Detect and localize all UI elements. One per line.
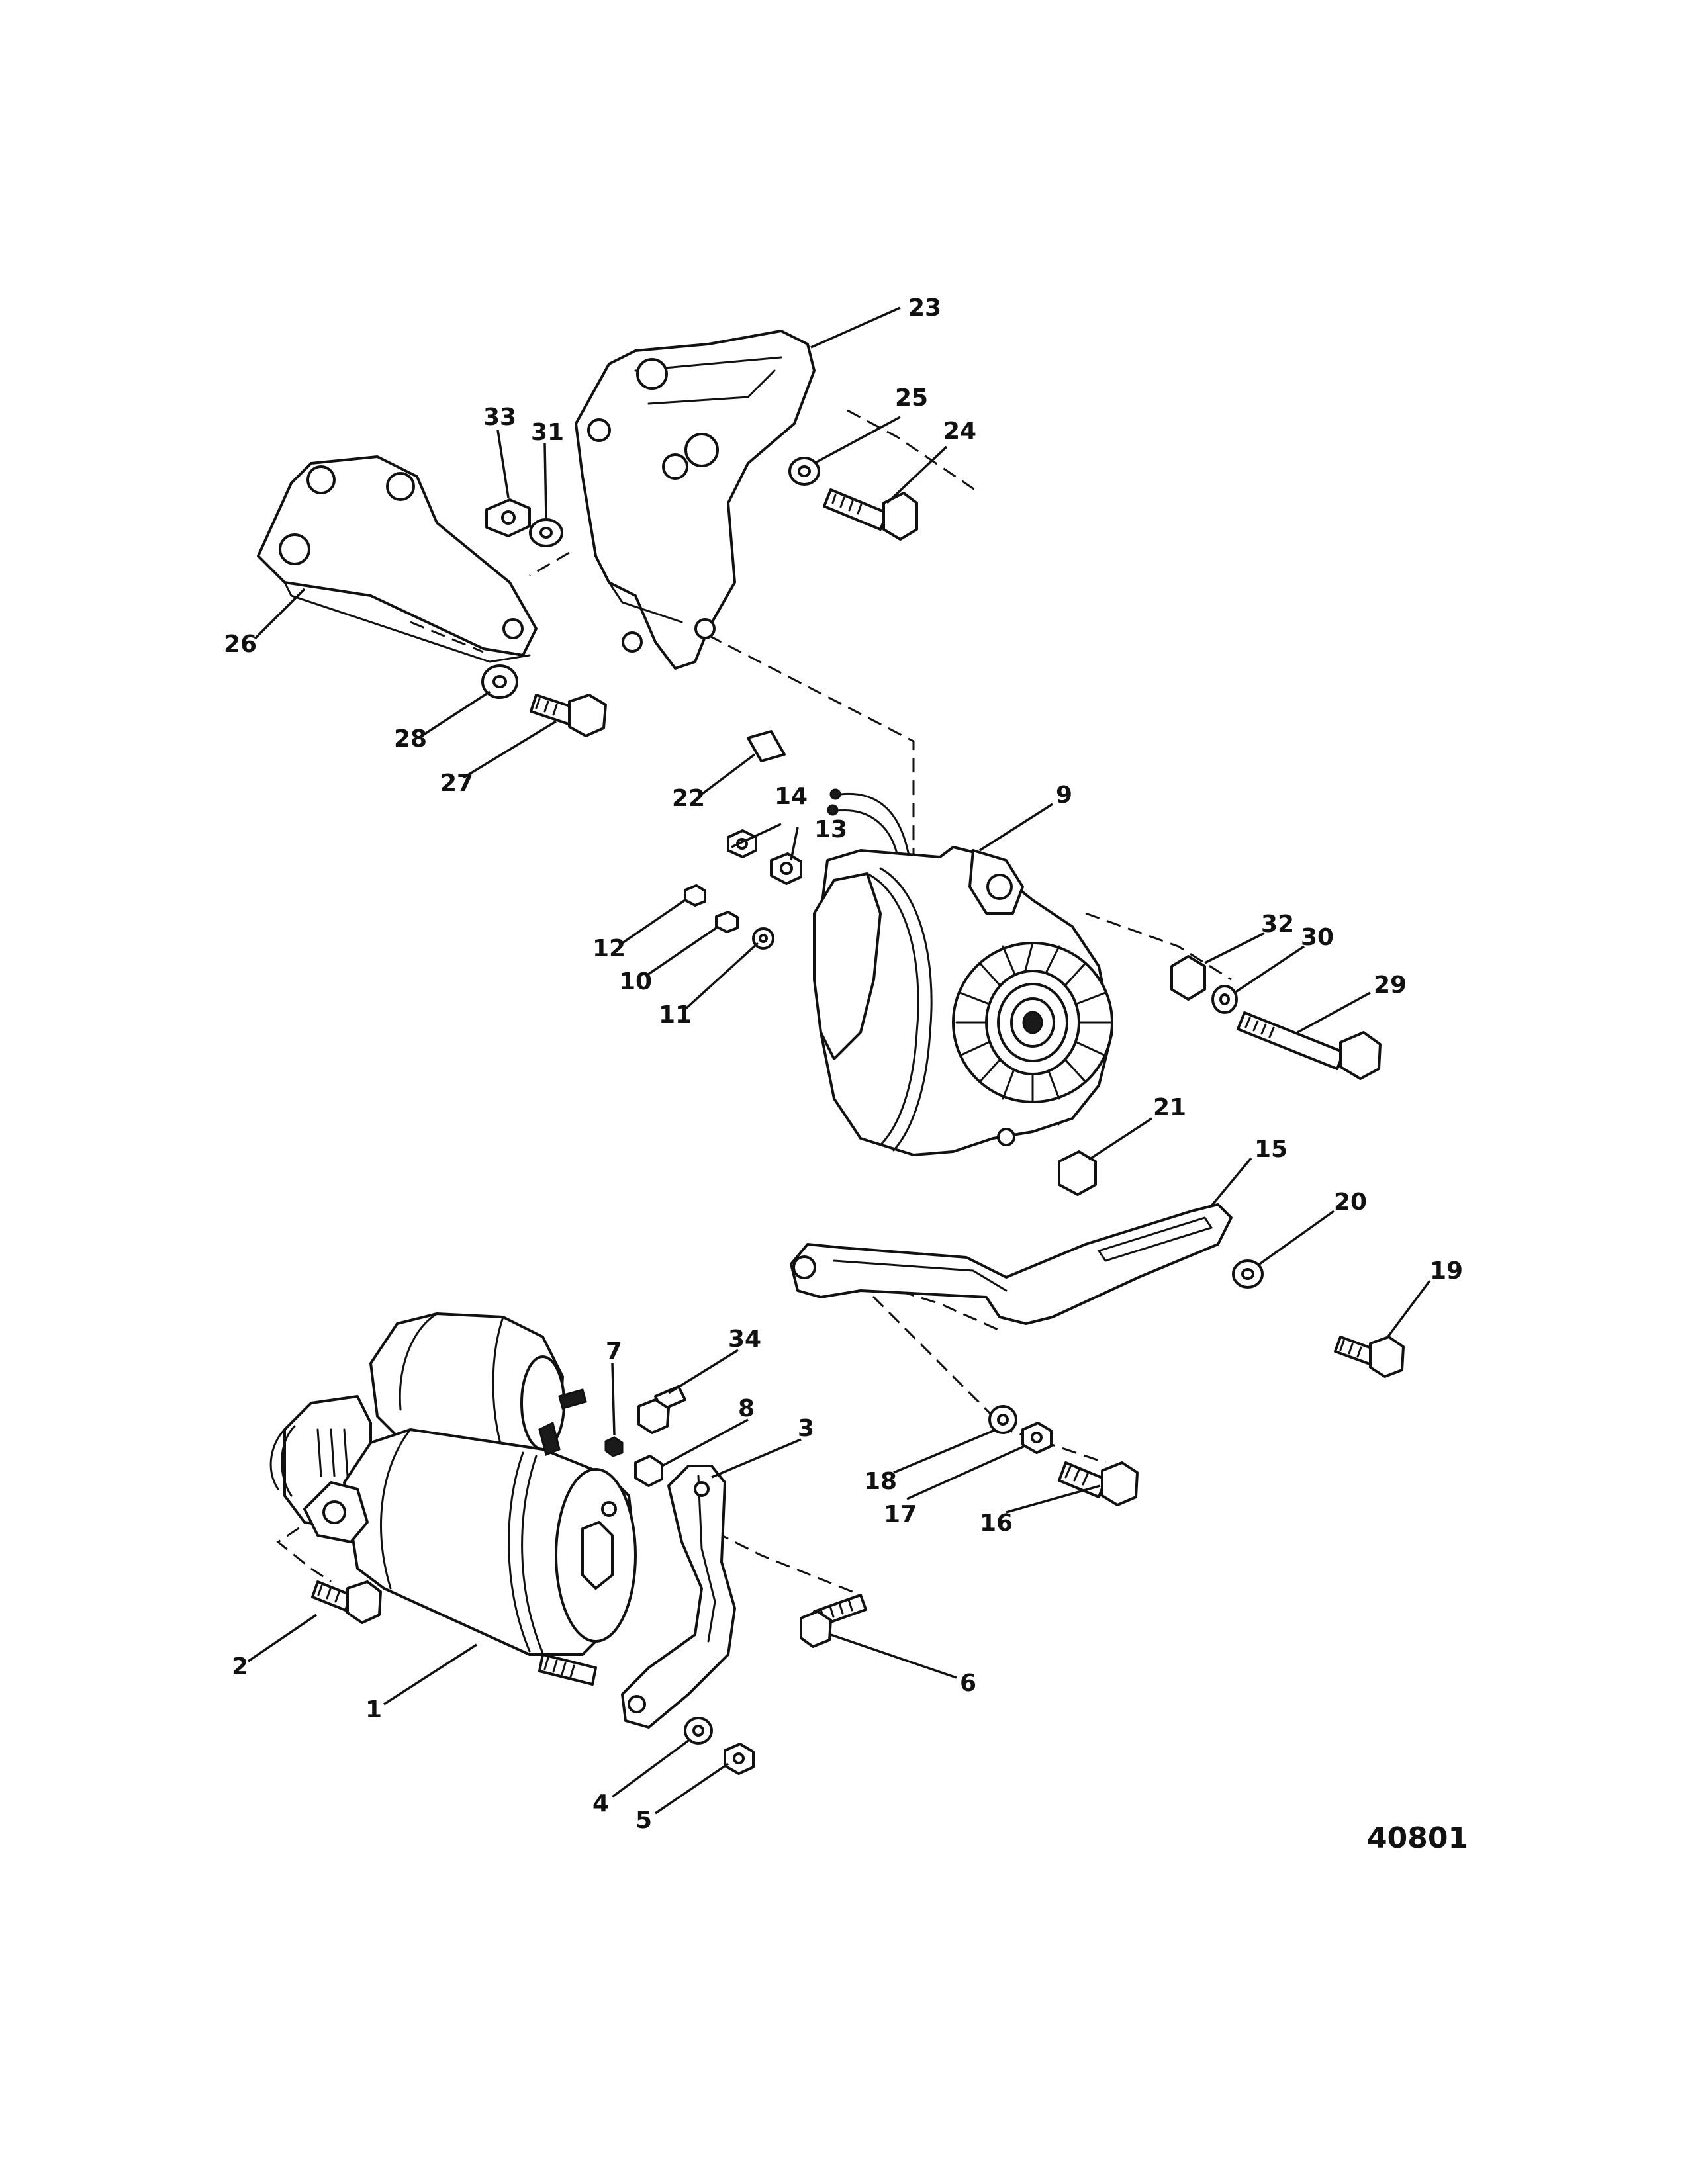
callout-25: 25	[895, 385, 928, 412]
bracket-23	[575, 330, 816, 670]
bolt-2	[311, 1580, 382, 1624]
brace-3	[621, 1465, 736, 1729]
callout-34: 34	[728, 1326, 761, 1353]
callout-16: 16	[980, 1510, 1013, 1537]
washer-18	[988, 1405, 1017, 1434]
callout-22: 22	[672, 785, 705, 812]
bolt-34	[637, 1385, 686, 1434]
callout-21: 21	[1153, 1094, 1186, 1121]
callout-20: 20	[1334, 1189, 1367, 1216]
callout-31: 31	[531, 419, 564, 446]
nut-14	[727, 829, 757, 858]
callout-19: 19	[1430, 1257, 1463, 1285]
bolt-19	[1334, 1336, 1405, 1378]
callout-12: 12	[592, 935, 626, 962]
bolt-6	[800, 1594, 867, 1648]
washer-30	[1211, 985, 1238, 1014]
washer-31	[529, 518, 563, 547]
alternator-wires	[827, 788, 912, 865]
nut-8	[634, 1455, 663, 1487]
spacer-21	[1058, 1150, 1097, 1196]
callout-26: 26	[224, 631, 257, 658]
washer-25	[788, 457, 820, 486]
callout-10: 10	[619, 968, 652, 995]
callout-17: 17	[884, 1501, 917, 1528]
nut-12	[684, 884, 706, 907]
callout-8: 8	[738, 1395, 755, 1422]
callout-32: 32	[1261, 911, 1294, 938]
washer-11	[752, 927, 774, 950]
callout-29: 29	[1374, 972, 1407, 999]
bolt-24	[823, 488, 918, 541]
leader-lines	[248, 306, 1431, 1815]
washer-20	[1232, 1259, 1264, 1289]
nut-5	[724, 1743, 755, 1775]
callout-7: 7	[606, 1338, 622, 1365]
callout-4: 4	[592, 1790, 609, 1817]
bolt-16	[1058, 1461, 1139, 1506]
bolt-29	[1237, 1011, 1382, 1080]
callout-13: 13	[814, 816, 847, 843]
alternator-9	[813, 846, 1113, 1156]
callout-9: 9	[1056, 782, 1072, 809]
callout-28: 28	[394, 725, 427, 752]
callout-numbers: 23 25 24 33 31 26 28 27 22 14 13 9 12 10…	[224, 295, 1463, 1834]
callout-33: 33	[483, 404, 516, 431]
callout-3: 3	[798, 1415, 814, 1442]
callout-1: 1	[365, 1696, 382, 1723]
washer-28	[481, 664, 518, 699]
nut-17	[1021, 1422, 1053, 1454]
bracket-26	[257, 455, 538, 663]
brace-15	[790, 1203, 1233, 1325]
nut-33	[485, 498, 531, 537]
callout-24: 24	[943, 418, 976, 445]
spacer-32	[1170, 955, 1206, 1001]
callout-27: 27	[440, 770, 473, 797]
callout-5: 5	[635, 1807, 652, 1834]
callout-14: 14	[774, 783, 808, 810]
starter-motor-1	[269, 1312, 637, 1686]
callout-30: 30	[1301, 924, 1334, 951]
callout-11: 11	[659, 1001, 692, 1028]
nut-10	[715, 911, 739, 933]
figure-number: 40801	[1367, 1821, 1468, 1855]
callout-18: 18	[864, 1468, 897, 1495]
nut-13	[770, 852, 802, 885]
pin-22	[747, 730, 786, 762]
washer-4	[684, 1717, 713, 1745]
callout-2: 2	[232, 1653, 248, 1680]
callout-15: 15	[1254, 1136, 1288, 1163]
nut-7	[604, 1436, 624, 1457]
callout-6: 6	[960, 1670, 976, 1697]
bolt-27	[530, 694, 607, 737]
callout-23: 23	[908, 295, 941, 322]
